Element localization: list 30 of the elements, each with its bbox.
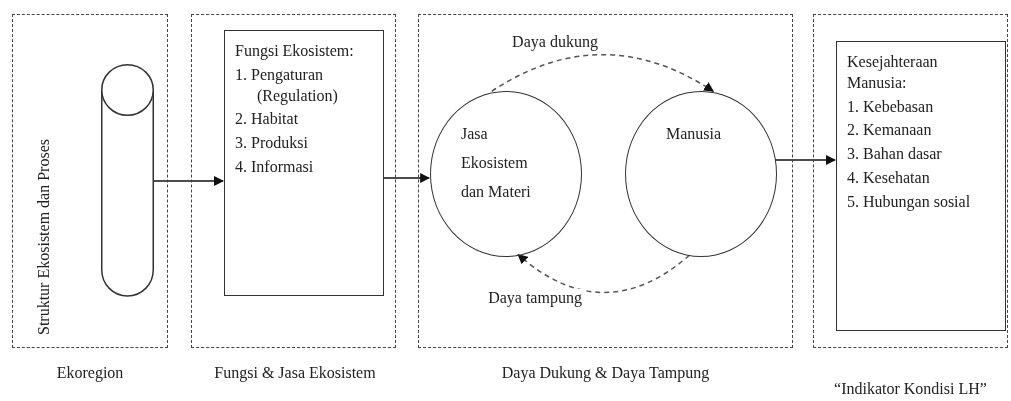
list-item: 4. Kesehatan [847,168,931,188]
box-heading: Fungsi Ekosistem: [235,41,355,62]
list-item: 2. Kemanaan [847,120,933,141]
circle-label: Jasa Ekosistem dan Materi [461,124,532,202]
edge-label: Daya dukung [509,33,601,51]
box-heading: Kesejahteraan Manusia: [847,52,939,93]
vertical-label: Struktur Ekosistem dan Proses [34,138,53,335]
group-caption: “Indikator Kondisi LH” [833,380,988,398]
list-box [224,30,384,296]
list-item: 1. Pengaturan (Regulation) [235,64,339,107]
circle-label: Manusia [666,124,723,144]
list-item: 1. Kebebasan [847,96,935,117]
list-item: 3. Bahan dasar [847,144,943,165]
list-item: 2. Habitat [235,109,300,130]
arrow [774,155,836,165]
arrow [382,173,431,183]
list-item: 4. Informasi [235,157,315,177]
edge-label: Daya tampung [485,289,585,307]
group-caption: Fungsi & Jasa Ekosistem [213,364,377,382]
dashed-group-box [813,14,1008,348]
group-caption: Daya Dukung & Daya Tampung [500,364,711,382]
dashed-group-box [12,14,168,348]
list-item: 3. Produksi [235,133,309,154]
dashed-arrow [517,254,691,294]
arrow [152,176,224,186]
group-caption: Ekoregion [55,364,125,382]
dashed-group-box [191,14,396,348]
list-item: 5. Hubungan sosial [847,191,972,213]
dashed-arrow [491,53,715,92]
list-box [836,41,1006,331]
